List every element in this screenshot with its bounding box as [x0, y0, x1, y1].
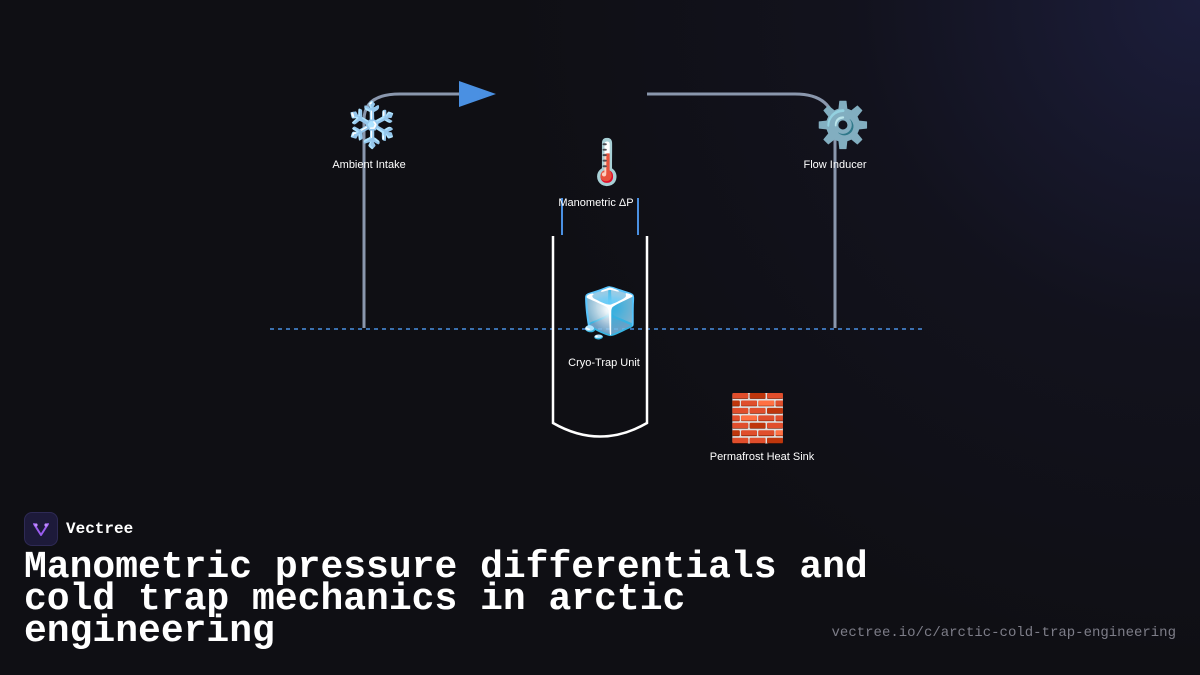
- flow-inducer-label: Flow Inducer: [803, 159, 867, 171]
- page-url[interactable]: vectree.io/c/arctic-cold-trap-engineerin…: [831, 625, 1176, 641]
- cold-trap-diagram: ❄️ Ambient Intake 🌡️ Manometric ΔP ⚙️ Fl…: [270, 81, 926, 463]
- ice-cube-icon: 🧊: [580, 285, 640, 341]
- page-title: Manometric pressure differentials and co…: [24, 546, 868, 653]
- snowflake-icon: ❄️: [344, 100, 400, 151]
- diagram-lines: [270, 81, 926, 438]
- vectree-logo-icon: [24, 512, 58, 546]
- cryo-trap-label: Cryo-Trap Unit: [568, 357, 640, 369]
- heat-sink-label: Permafrost Heat Sink: [709, 451, 815, 463]
- manometric-label: Manometric ΔP: [558, 197, 634, 209]
- thermometer-icon: 🌡️: [579, 137, 635, 188]
- ambient-intake-label: Ambient Intake: [332, 159, 406, 171]
- brand-name: Vectree: [66, 520, 134, 538]
- gear-icon: ⚙️: [815, 100, 871, 151]
- return-pipe: [647, 92, 837, 328]
- flow-arrow: [459, 81, 496, 107]
- brand[interactable]: Vectree: [24, 512, 133, 546]
- intake-pipe: [362, 92, 462, 328]
- brick-icon: 🧱: [729, 391, 787, 445]
- cryo-trap-vessel: [551, 236, 649, 438]
